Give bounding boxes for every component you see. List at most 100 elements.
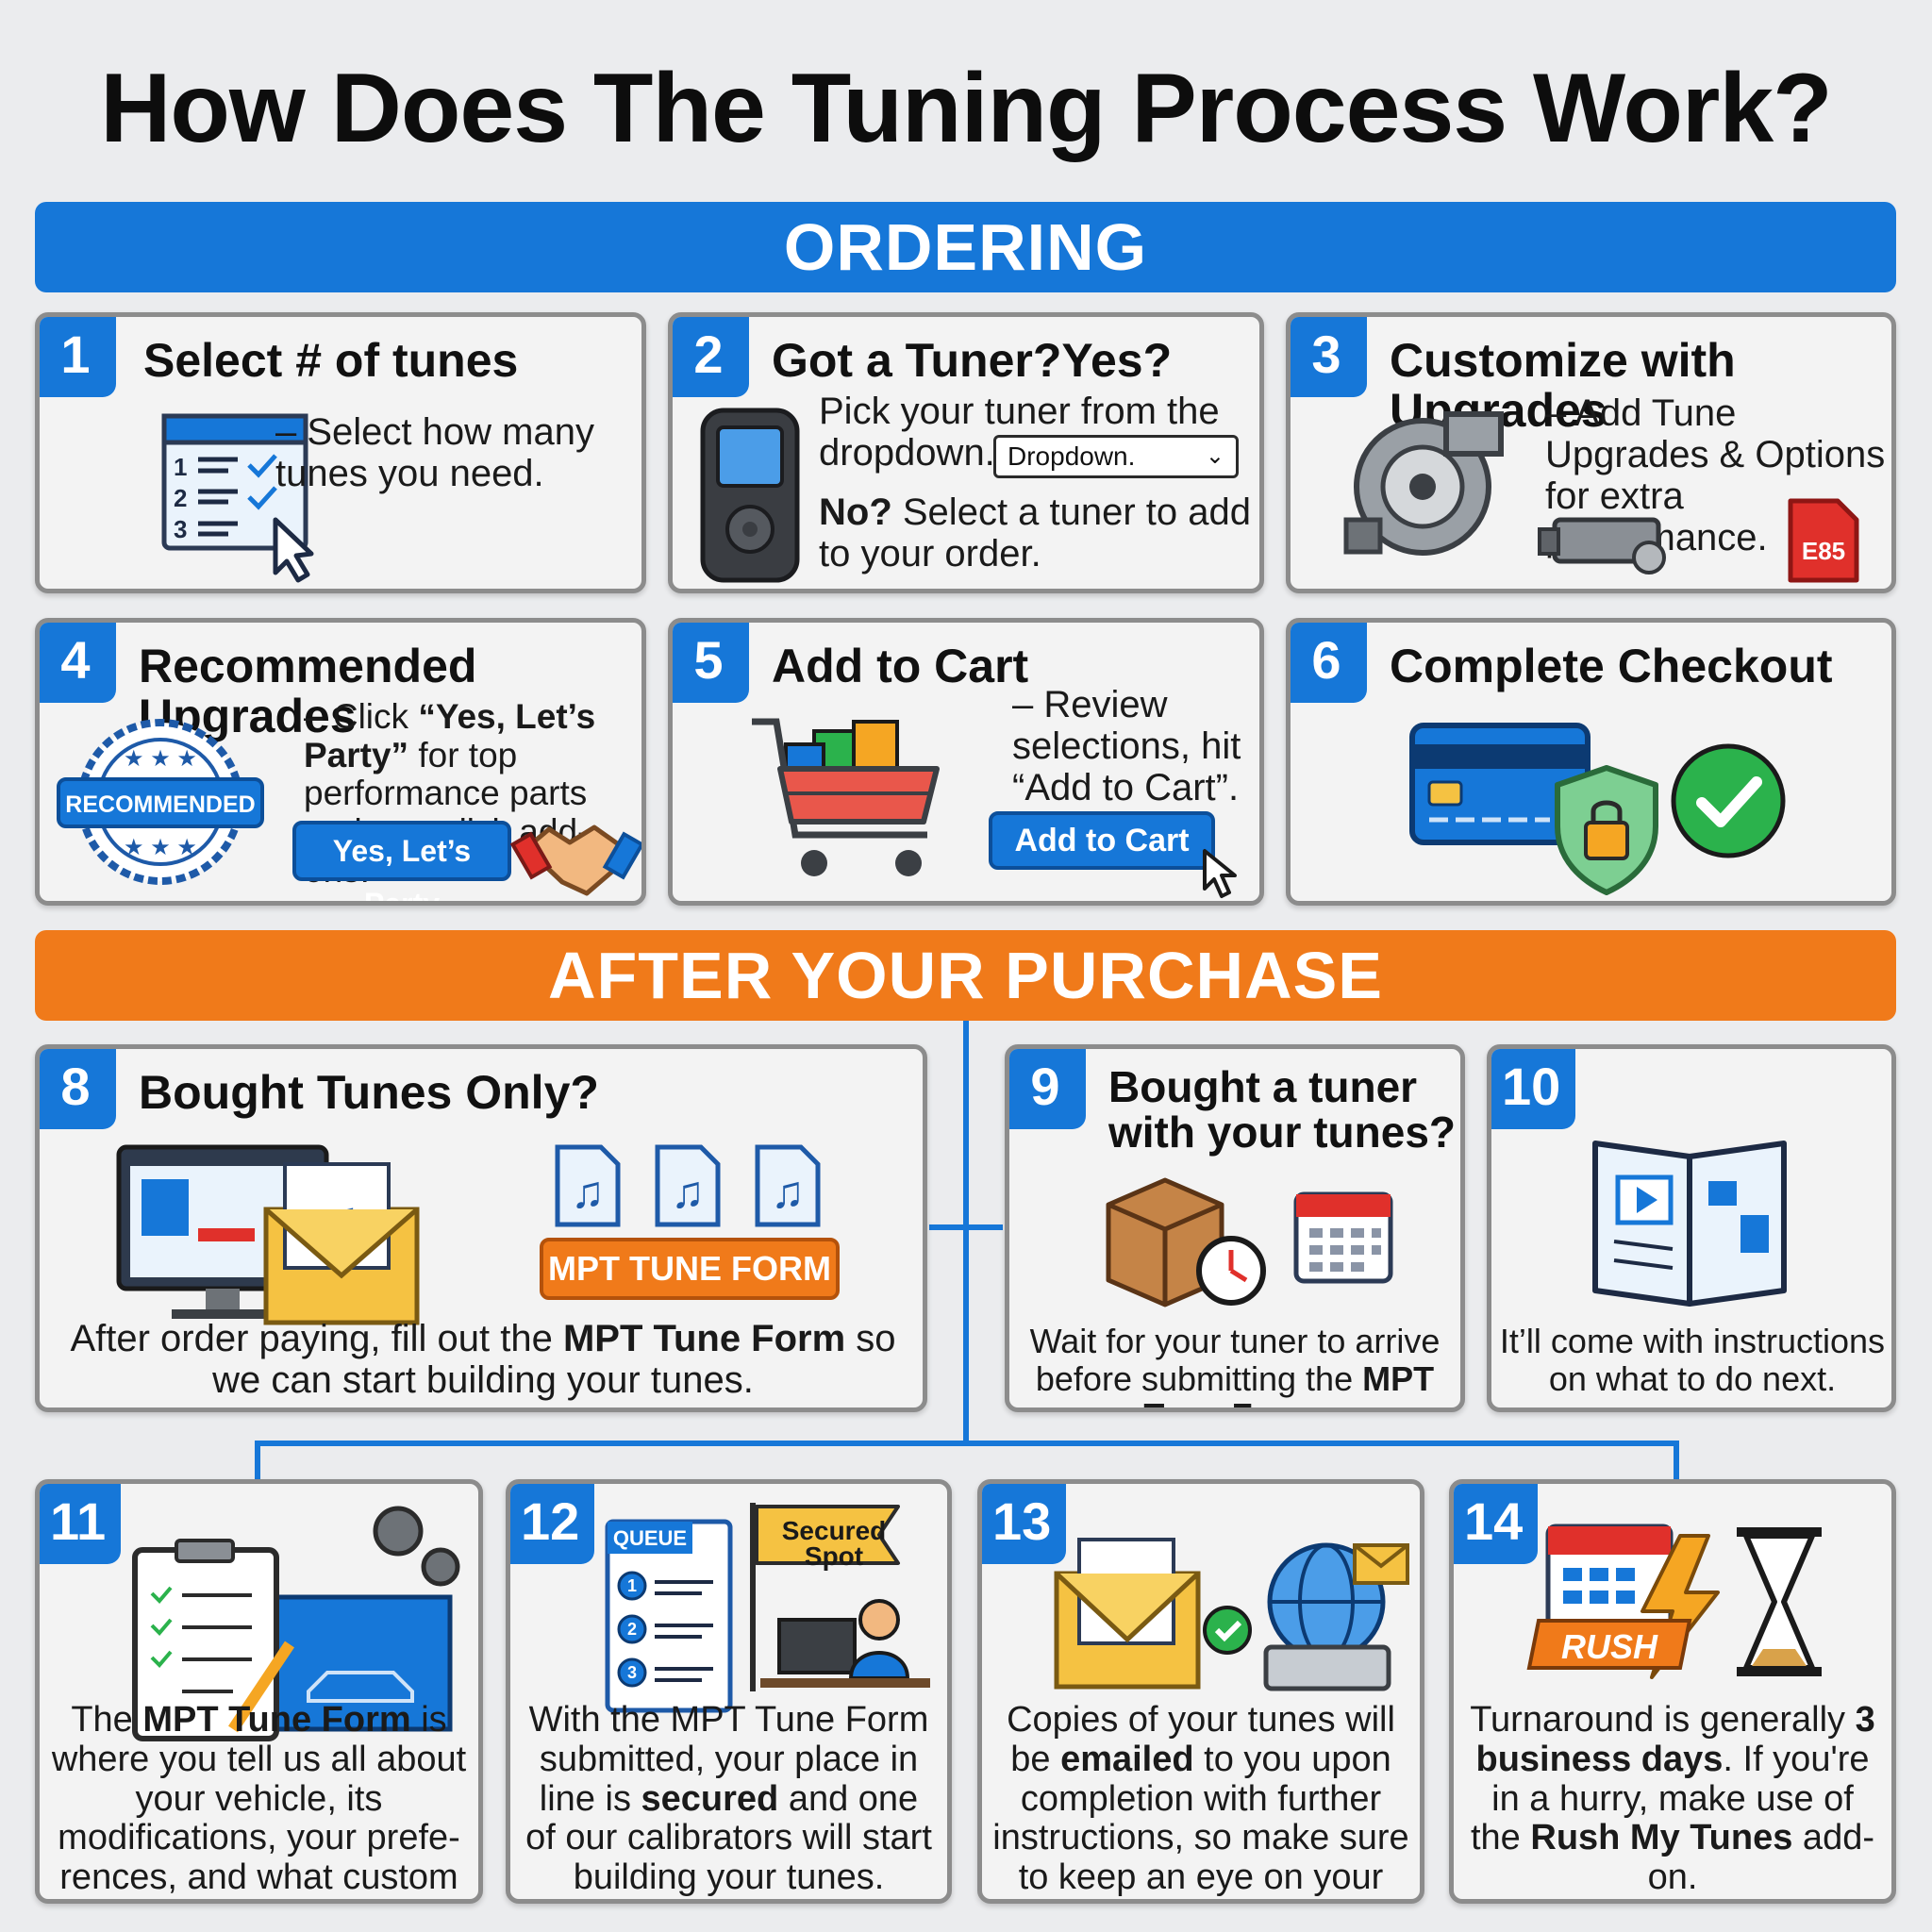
- handheld-tuner-icon: [700, 408, 800, 583]
- desc-post: is where you tell us all about your vehi…: [51, 1700, 467, 1899]
- step-card-6: 6 Complete Checkout: [1286, 618, 1896, 906]
- desc-pre: Wait for your tuner to arrive before sub…: [1029, 1322, 1441, 1398]
- handshake-icon: [509, 824, 641, 896]
- step-title: Add to Cart: [772, 640, 1029, 692]
- page-title: How Does The Tuning Process Work?: [100, 54, 1832, 163]
- step-number: 9: [1009, 1049, 1086, 1129]
- step-card-4: 4 Recommended Upgrades RECOMMENDED ★ ★ ★…: [35, 618, 646, 906]
- turbo-icon: [1343, 411, 1504, 556]
- step-number: 1: [40, 317, 116, 397]
- no-label: No?: [819, 491, 892, 533]
- step-title: Got a Tuner?Yes?: [772, 334, 1173, 387]
- checkmark-icon: [1671, 743, 1786, 858]
- step-title: Bought a tuner with your tunes?: [1108, 1062, 1456, 1158]
- yes-lets-party-button[interactable]: Yes, Let’s Party: [292, 821, 511, 901]
- svg-text:♫: ♫: [671, 1168, 705, 1218]
- svg-text:★ ★ ★: ★ ★ ★: [124, 835, 197, 860]
- queue-number-1: 1: [627, 1576, 637, 1595]
- desc-bold-1: 3 business days: [1475, 1700, 1875, 1779]
- connector-line: [1674, 1441, 1679, 1480]
- dropdown-value: Dropdown.: [1008, 441, 1136, 471]
- step-title: Recommended Upgrades: [139, 640, 477, 742]
- step-title: Select # of tunes: [143, 334, 519, 387]
- desc-bold: MPT Tune Form.: [1143, 1358, 1435, 1407]
- desc-bold: emailed: [1060, 1739, 1194, 1779]
- desc-mid: . If you're in a hurry, make use of the: [1470, 1739, 1870, 1858]
- step-description: Copies of your tunes will be emailed to …: [991, 1700, 1410, 1899]
- step-number: 6: [1291, 623, 1367, 703]
- step-card-8: 8 Bought Tunes Only? ♫ ♫ ♫ ♫ MPT TUNE FORM…: [35, 1044, 927, 1412]
- rush-label: RUSH: [1561, 1627, 1658, 1666]
- list-number-3: 3: [174, 515, 187, 543]
- step-card-12: 12 QUEUE 1 2 3 Secured Spot With the MPT…: [506, 1479, 952, 1904]
- svg-text:★ ★ ★: ★ ★ ★: [124, 746, 197, 772]
- badge-label: RECOMMENDED: [65, 791, 255, 818]
- music-files-icon: ♫ ♫ ♫: [555, 1144, 821, 1227]
- step-card-10: 10 It’ll come with instructions on what …: [1487, 1044, 1896, 1412]
- package-timer-icon: [1106, 1177, 1266, 1307]
- step-card-11: 11 The MPT Tune Form is where you tell u…: [35, 1479, 483, 1904]
- desc-pre: – Click: [304, 697, 419, 736]
- checklist-icon: 1 2 3: [161, 413, 314, 583]
- desc-pre: With the MPT Tune Form submitted, your p…: [528, 1700, 929, 1819]
- fuel-label: E85: [1802, 537, 1845, 565]
- queue-secured-spot-icon: QUEUE 1 2 3: [605, 1503, 930, 1713]
- step-description-yes: Pick your tuner from the dropdown.: [819, 391, 1220, 474]
- mpt-tune-form-button[interactable]: MPT TUNE FORM: [540, 1238, 840, 1300]
- step-description: The MPT Tune Form is where you tell us a…: [49, 1700, 469, 1899]
- computer-email-icon: ♫: [116, 1144, 420, 1325]
- desc-bold: MPT Tune Form: [562, 1318, 846, 1359]
- add-to-cart-button[interactable]: Add to Cart: [989, 811, 1215, 870]
- desc-bold: MPT Tune Form: [142, 1700, 411, 1740]
- svg-text:♫: ♫: [771, 1168, 805, 1218]
- connector-line: [255, 1441, 1679, 1446]
- step-description: After order paying, fill out the MPT Tun…: [58, 1318, 908, 1401]
- desc-bold: secured: [641, 1778, 779, 1819]
- chevron-down-icon: ⌄: [1205, 443, 1224, 469]
- step-number: 3: [1291, 317, 1367, 397]
- step-number: 14: [1454, 1484, 1539, 1564]
- svg-text:♫: ♫: [571, 1168, 605, 1218]
- step-description-no: No? Select a tuner to add to your order.: [819, 491, 1253, 575]
- step-description: Turnaround is generally 3 business days.…: [1463, 1700, 1882, 1898]
- step-description: With the MPT Tune Form submitted, your p…: [520, 1700, 938, 1898]
- step-card-1: 1 Select # of tunes 1 2 3 – Select how m…: [35, 312, 646, 593]
- step-number: 12: [510, 1484, 595, 1564]
- connector-line: [963, 1021, 969, 1443]
- step-title: Complete Checkout: [1390, 640, 1833, 692]
- list-number-1: 1: [174, 453, 187, 481]
- step-description: Wait for your tuner to arrive before sub…: [1017, 1322, 1453, 1407]
- connector-line: [255, 1441, 260, 1480]
- step-number: 10: [1491, 1049, 1576, 1129]
- cursor-icon: [1203, 849, 1237, 898]
- step-description: – Select how many tunes you need.: [275, 411, 594, 494]
- desc-bold-2: Rush My Tunes: [1530, 1818, 1793, 1858]
- queue-number-3: 3: [627, 1663, 637, 1682]
- desc-pre: Turnaround is generally: [1470, 1700, 1856, 1740]
- tune-form-clipboard-icon: [132, 1506, 460, 1741]
- calendar-icon: [1293, 1191, 1393, 1284]
- desc-post: to you upon completion with further inst…: [992, 1739, 1409, 1899]
- desc-pre: Copies of your tunes will be: [1007, 1700, 1395, 1779]
- desc-bold: “Yes, Let’s Party”: [304, 697, 596, 774]
- step-number: 2: [673, 317, 749, 397]
- no-text: Select a tuner to add to your order.: [819, 491, 1252, 575]
- recommended-badge-icon: RECOMMENDED ★ ★ ★ ★ ★ ★: [57, 719, 264, 885]
- tuner-dropdown[interactable]: Dropdown. ⌄: [993, 435, 1239, 478]
- desc-post: so we can start building your tunes.: [212, 1318, 896, 1401]
- step-number: 13: [982, 1484, 1067, 1564]
- desc-post: and one of our calibrators will start bu…: [525, 1778, 932, 1898]
- step-description: – Review selections, hit “Add to Cart”.: [1012, 684, 1241, 808]
- step-number: 4: [40, 623, 116, 703]
- step-number: 5: [673, 623, 749, 703]
- section-banner-after-purchase: AFTER YOUR PURCHASE: [35, 930, 1896, 1021]
- desc-pre: The: [71, 1700, 143, 1740]
- fuel-can-icon: E85: [1788, 498, 1859, 583]
- connector-line: [929, 1224, 1003, 1230]
- list-number-2: 2: [174, 484, 187, 512]
- step-number: 8: [40, 1049, 116, 1129]
- instruction-manual-icon: [1592, 1141, 1787, 1307]
- email-delivery-icon: ♫: [1054, 1538, 1409, 1691]
- step-title: Bought Tunes Only?: [139, 1066, 599, 1119]
- step-description: It’ll come with instructions on what to …: [1499, 1322, 1886, 1398]
